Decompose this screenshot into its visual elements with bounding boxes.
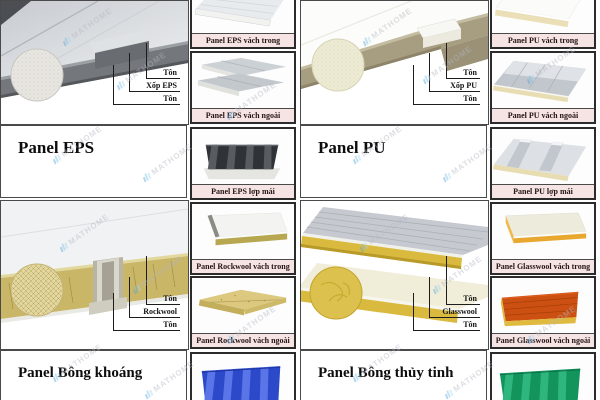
glasswool-thumb-wall-inner: Panel Glasswool vách trong xyxy=(490,202,596,275)
rockwool-layer-label-core: Rockwool xyxy=(129,307,180,318)
rockwool-layer-label-bottom-sheet: Tôn xyxy=(113,320,180,331)
pu-thumb-roof: Panel PU lợp mái xyxy=(490,127,596,200)
quadrant-panel-glasswool: Tôn Glasswool Tôn Panel Bông thủy tinh P… xyxy=(300,200,600,400)
pu-roof-image xyxy=(492,129,594,185)
rockwool-wall-inner-caption: Panel Rockwool vách trong xyxy=(192,259,294,273)
rockwool-wall-outer-image xyxy=(192,278,294,334)
eps-wall-inner-image xyxy=(192,0,294,34)
glasswool-title: Panel Bông thủy tinh xyxy=(318,365,454,381)
eps-panel-drawing xyxy=(1,1,188,102)
eps-thumb-wall-inner: Panel EPS vách trong xyxy=(190,0,296,49)
quadrant-panel-pu: Tôn Xốp PU Tôn Panel PU Panel PU vách tr… xyxy=(300,0,600,200)
pu-wall-inner-caption: Panel PU vách trong xyxy=(492,33,594,47)
glasswool-layer-label-top-sheet: Tôn xyxy=(446,294,480,305)
eps-wall-outer-image xyxy=(192,53,294,109)
pu-main-illustration: Tôn Xốp PU Tôn xyxy=(300,0,489,125)
glasswool-wall-outer-image xyxy=(492,278,594,334)
rockwool-thumb-wall-inner: Panel Rockwool vách trong xyxy=(190,202,296,275)
glasswool-wall-inner-image xyxy=(492,204,594,260)
pu-thumb-wall-outer: Panel PU vách ngoài xyxy=(490,51,596,124)
quadrant-panel-rockwool: Tôn Rockwool Tôn Panel Bông khoáng Panel… xyxy=(0,200,300,400)
eps-title: Panel EPS xyxy=(18,138,95,157)
rockwool-title: Panel Bông khoáng xyxy=(18,365,143,381)
eps-main-illustration: Tôn Xốp EPS Tôn xyxy=(0,0,189,125)
rockwool-main-illustration: Tôn Rockwool Tôn xyxy=(0,200,189,350)
pu-wall-inner-image xyxy=(492,0,594,34)
pu-title: Panel PU xyxy=(318,138,386,157)
eps-roof-image xyxy=(192,129,294,185)
pu-layer-label-top-sheet: Tôn xyxy=(446,68,480,79)
glasswool-thumb-roof xyxy=(490,352,596,400)
eps-layer-label-bottom-sheet: Tôn xyxy=(113,94,180,105)
pu-roof-caption: Panel PU lợp mái xyxy=(492,184,594,198)
eps-wall-outer-caption: Panel EPS vách ngoài xyxy=(192,108,294,122)
glasswool-roof-image xyxy=(492,354,594,400)
pu-title-box: Panel PU xyxy=(300,125,487,198)
eps-thumb-wall-outer: Panel EPS vách ngoài xyxy=(190,51,296,124)
pu-wall-outer-image xyxy=(492,53,594,109)
glasswool-wall-outer-caption: Panel Glasswool vách ngoài xyxy=(492,333,594,347)
rockwool-title-box: Panel Bông khoáng xyxy=(0,350,187,400)
pu-layer-label-bottom-sheet: Tôn xyxy=(413,94,480,105)
rockwool-roof-image xyxy=(192,354,294,400)
eps-title-box: Panel EPS xyxy=(0,125,187,198)
eps-layer-label-core: Xốp EPS xyxy=(129,81,180,92)
pu-layer-label-core: Xốp PU xyxy=(429,81,480,92)
pu-wall-outer-caption: Panel PU vách ngoài xyxy=(492,108,594,122)
glasswool-panel-drawing xyxy=(301,207,488,323)
rockwool-layer-label-top-sheet: Tôn xyxy=(146,294,180,305)
glasswool-title-box: Panel Bông thủy tinh xyxy=(300,350,487,400)
eps-thumb-roof: Panel EPS lợp mái xyxy=(190,127,296,200)
eps-roof-caption: Panel EPS lợp mái xyxy=(192,184,294,198)
eps-wall-inner-caption: Panel EPS vách trong xyxy=(192,33,294,47)
glasswool-layer-label-core: Glasswool xyxy=(429,307,480,318)
rockwool-thumb-wall-outer: Panel Rockwool vách ngoài xyxy=(190,276,296,349)
rockwool-thumb-roof xyxy=(190,352,296,400)
glasswool-main-illustration: Tôn Glasswool Tôn xyxy=(300,200,489,350)
rockwool-wall-inner-image xyxy=(192,204,294,260)
glasswool-wall-inner-caption: Panel Glasswool vách trong xyxy=(492,259,594,273)
pu-panel-drawing xyxy=(301,1,488,92)
quadrant-panel-eps: Tôn Xốp EPS Tôn Panel EPS Panel EPS vách… xyxy=(0,0,300,200)
eps-layer-label-top-sheet: Tôn xyxy=(146,68,180,79)
rockwool-wall-outer-caption: Panel Rockwool vách ngoài xyxy=(192,333,294,347)
pu-thumb-wall-inner: Panel PU vách trong xyxy=(490,0,596,49)
glasswool-thumb-wall-outer: Panel Glasswool vách ngoài xyxy=(490,276,596,349)
glasswool-layer-label-bottom-sheet: Tôn xyxy=(413,320,480,331)
